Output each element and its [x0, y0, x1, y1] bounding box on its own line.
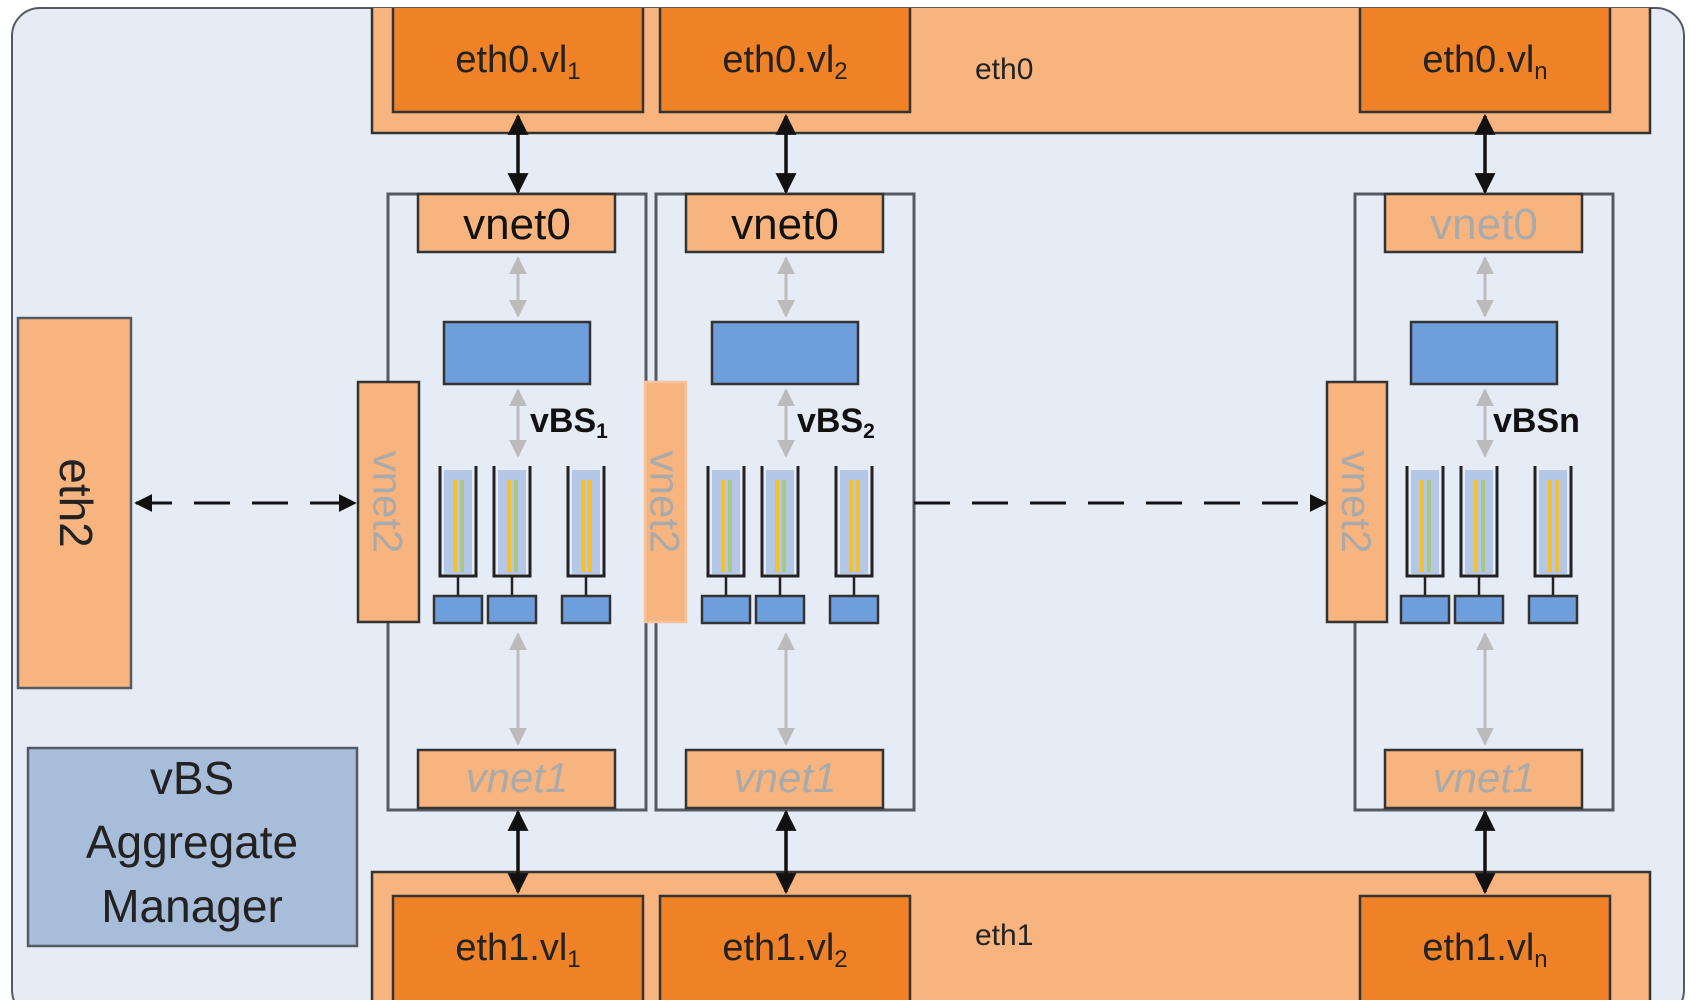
- eth1-vlan-box: [1358, 894, 1612, 1000]
- manager-line-1: vBS: [150, 752, 234, 804]
- vnet2-box: [356, 380, 421, 624]
- vnet2-box: [1325, 380, 1389, 624]
- queue: [560, 466, 612, 625]
- eth0-label: eth0: [975, 53, 1033, 86]
- vbs-label: vBSn: [1493, 402, 1580, 440]
- queue: [700, 466, 752, 625]
- vbs-instance: vnet0 vnet1 vnet2 vBS1: [356, 113, 648, 895]
- vnet1-box: [1383, 748, 1584, 810]
- vnet2-box: [643, 380, 688, 624]
- eth0-vlan-label: eth0.vl2: [722, 39, 847, 85]
- queue: [486, 466, 538, 625]
- vbs-instance: vnet0 vnet1 vnet2 vBSn: [1325, 113, 1615, 895]
- eth2-box: [16, 316, 133, 690]
- eth1-vlan-label: eth1.vln: [1422, 927, 1547, 973]
- vnet1-label: vnet1: [734, 754, 837, 801]
- eth0-vlan-box: [658, 8, 912, 114]
- eth1-label: eth1: [975, 919, 1033, 952]
- switch-block: [710, 320, 860, 386]
- vnet0-box: [684, 192, 885, 254]
- manager-line-2: Aggregate: [86, 816, 298, 868]
- queue: [828, 466, 880, 625]
- vnet0-label: vnet0: [1430, 200, 1538, 249]
- manager-line-3: Manager: [101, 880, 283, 932]
- vnet1-box: [684, 748, 885, 810]
- switch-block: [1409, 320, 1559, 386]
- vbs-label: vBS1: [530, 402, 608, 443]
- vnet0-label: vnet0: [731, 200, 839, 249]
- vnet2-label: vnet2: [365, 451, 412, 554]
- eth1-vlan-label: eth1.vl2: [722, 927, 847, 973]
- eth1-vlan-box: [658, 894, 912, 1000]
- vnet0-box: [1383, 192, 1584, 254]
- vnet0-label: vnet0: [463, 200, 571, 249]
- vnet1-box: [416, 748, 617, 810]
- vbs-label: vBS2: [797, 402, 875, 443]
- vnet1-label: vnet1: [1433, 754, 1536, 801]
- switch-block: [442, 320, 592, 386]
- aggregate-manager-box: [26, 746, 359, 948]
- queue: [1399, 466, 1451, 625]
- eth0-vlan-label: eth0.vl1: [455, 39, 580, 85]
- eth0-vlan-box: [1358, 8, 1612, 114]
- eth1-vlan-box: [391, 894, 645, 1000]
- eth2-label: eth2: [50, 458, 102, 548]
- eth1-vlan-label: eth1.vl1: [455, 927, 580, 973]
- vnet0-box: [416, 192, 617, 254]
- queue: [432, 466, 484, 625]
- queue: [1527, 466, 1579, 625]
- vnet2-label: vnet2: [1333, 451, 1380, 554]
- vnet2-label: vnet2: [642, 451, 689, 554]
- eth0-vlan-label: eth0.vln: [1422, 39, 1547, 85]
- queue: [754, 466, 806, 625]
- vbs-instance: vnet0 vnet1 vnet2 vBS2: [642, 113, 916, 895]
- vnet1-label: vnet1: [466, 754, 569, 801]
- queue: [1453, 466, 1505, 625]
- eth0-vlan-box: [391, 8, 645, 114]
